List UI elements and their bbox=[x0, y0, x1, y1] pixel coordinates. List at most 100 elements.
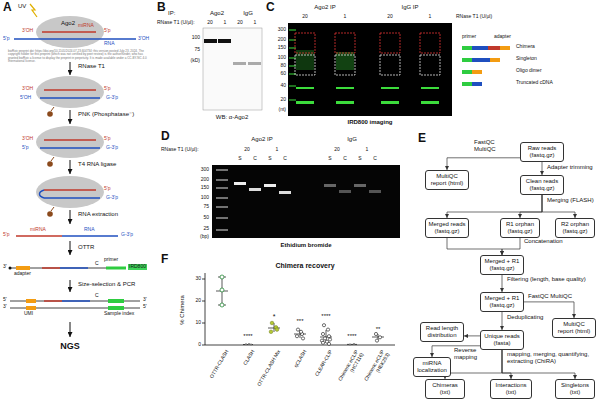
figure-label: 1 bbox=[224, 20, 227, 26]
figure-label: C bbox=[266, 1, 275, 15]
art-shape bbox=[220, 275, 224, 307]
art-shape bbox=[108, 306, 124, 310]
figure-label: 40 bbox=[280, 83, 286, 89]
art-shape bbox=[275, 328, 279, 332]
edge-label: FastQC MultiQC bbox=[474, 139, 502, 153]
art-shape bbox=[40, 97, 100, 99]
art-shape bbox=[70, 160, 71, 174]
art-shape bbox=[490, 58, 500, 62]
art-shape bbox=[295, 33, 440, 75]
art-shape bbox=[243, 344, 253, 345]
art-shape bbox=[106, 267, 126, 270]
figure-label: **** bbox=[321, 313, 330, 320]
node-text: R1 orphan (fastq.gz) bbox=[503, 221, 537, 235]
art-shape bbox=[216, 217, 228, 218]
art-shape bbox=[47, 161, 53, 167]
art-shape bbox=[472, 82, 482, 86]
figure-label: 300 bbox=[278, 27, 286, 33]
figure-label: 3' bbox=[3, 304, 7, 310]
art-shape bbox=[301, 337, 304, 340]
art-shape bbox=[62, 300, 90, 302]
figure-label: 100 bbox=[201, 195, 209, 201]
flow-arrow bbox=[502, 312, 503, 330]
figure-label: Singleton bbox=[516, 56, 537, 62]
art-shape bbox=[245, 343, 252, 346]
node-text: MultiQC report (html) bbox=[555, 321, 593, 335]
figure-label: C bbox=[343, 156, 347, 162]
node-text: Unique reads (fasta) bbox=[483, 333, 521, 347]
art-shape bbox=[296, 50, 439, 104]
art-shape bbox=[462, 46, 472, 50]
figure-label: % Chimera bbox=[179, 295, 186, 325]
process-box: Raw reads (fastq.gz) bbox=[520, 142, 564, 162]
figure-label: 20 bbox=[195, 298, 201, 304]
art-shape bbox=[248, 343, 250, 345]
figure-label: Chimera recovery bbox=[275, 262, 334, 270]
art-shape bbox=[347, 344, 357, 345]
figure-label: 20 bbox=[387, 14, 393, 20]
process-box: R2 orphan (fastq.gz) bbox=[555, 218, 595, 238]
art-shape bbox=[220, 288, 224, 292]
flow-arrow bbox=[520, 195, 542, 218]
figure-label: 25 bbox=[203, 226, 209, 232]
art-shape bbox=[47, 211, 53, 217]
flow-arrow bbox=[447, 195, 542, 218]
art-shape bbox=[203, 28, 262, 110]
art-shape bbox=[295, 55, 315, 75]
art-shape bbox=[270, 321, 274, 325]
figure-label: 20 bbox=[237, 20, 243, 26]
art-shape bbox=[349, 344, 351, 346]
art-shape bbox=[462, 70, 472, 74]
figure-label: C bbox=[373, 156, 377, 162]
figure-label: adapter bbox=[14, 271, 31, 277]
figure-label: Ago2 bbox=[61, 20, 75, 27]
figure-label: 3'OH bbox=[22, 28, 33, 34]
flow-arrow bbox=[502, 275, 503, 292]
art-shape bbox=[327, 342, 330, 345]
figure-label: 5'p bbox=[104, 136, 111, 142]
figure-label: bioRxiv preprint doi: https://doi.org/10… bbox=[8, 50, 148, 64]
art-shape bbox=[40, 190, 45, 198]
art-shape bbox=[51, 207, 54, 211]
art-shape bbox=[296, 328, 299, 331]
art-shape bbox=[299, 330, 302, 333]
art-shape bbox=[472, 70, 482, 74]
art-shape bbox=[321, 341, 324, 344]
figure-label: 3'OH bbox=[138, 36, 149, 42]
art-shape bbox=[16, 266, 30, 270]
art-shape bbox=[289, 30, 296, 31]
process-box: Read length distribution bbox=[420, 322, 464, 342]
art-shape bbox=[249, 188, 261, 191]
figure-label: (bp) bbox=[200, 234, 209, 240]
figure-label: 5'OH bbox=[20, 95, 31, 101]
figure-label: CLASH bbox=[229, 349, 256, 390]
figure-label: 5' bbox=[3, 297, 7, 303]
figure-label: **** bbox=[347, 333, 356, 340]
flow-arrow bbox=[542, 162, 543, 175]
figure-label: 1 bbox=[344, 14, 347, 20]
art-shape bbox=[51, 107, 54, 111]
process-box: miRNA localization bbox=[413, 357, 451, 377]
figure-label: miRNA bbox=[30, 227, 46, 233]
art-shape bbox=[212, 165, 400, 238]
figure-label: 50 bbox=[203, 215, 209, 221]
node-text: Merged + R1 (fastq.gz) bbox=[483, 258, 521, 272]
figure-label: 1 bbox=[254, 20, 257, 26]
figure-label: UV bbox=[18, 3, 26, 10]
figure-label: 300 bbox=[201, 167, 209, 173]
figure-label: qCLASH bbox=[281, 349, 308, 390]
art-shape bbox=[202, 323, 205, 324]
node-text: R2 orphan (fastq.gz) bbox=[558, 221, 592, 235]
art-shape bbox=[335, 33, 355, 53]
figure-label: 3'OH bbox=[22, 86, 33, 92]
art-shape bbox=[234, 182, 246, 185]
figure-label: Chimera bbox=[516, 44, 535, 50]
art-shape bbox=[374, 332, 381, 342]
edge-label: FastQC MultiQC bbox=[528, 293, 574, 300]
art-shape bbox=[216, 187, 228, 188]
node-text: Merged reads (fastq.gz) bbox=[428, 221, 466, 235]
art-shape bbox=[36, 76, 104, 108]
art-shape bbox=[70, 110, 71, 124]
node-text: Singletons (txt) bbox=[558, 382, 592, 396]
art-shape bbox=[44, 139, 96, 141]
